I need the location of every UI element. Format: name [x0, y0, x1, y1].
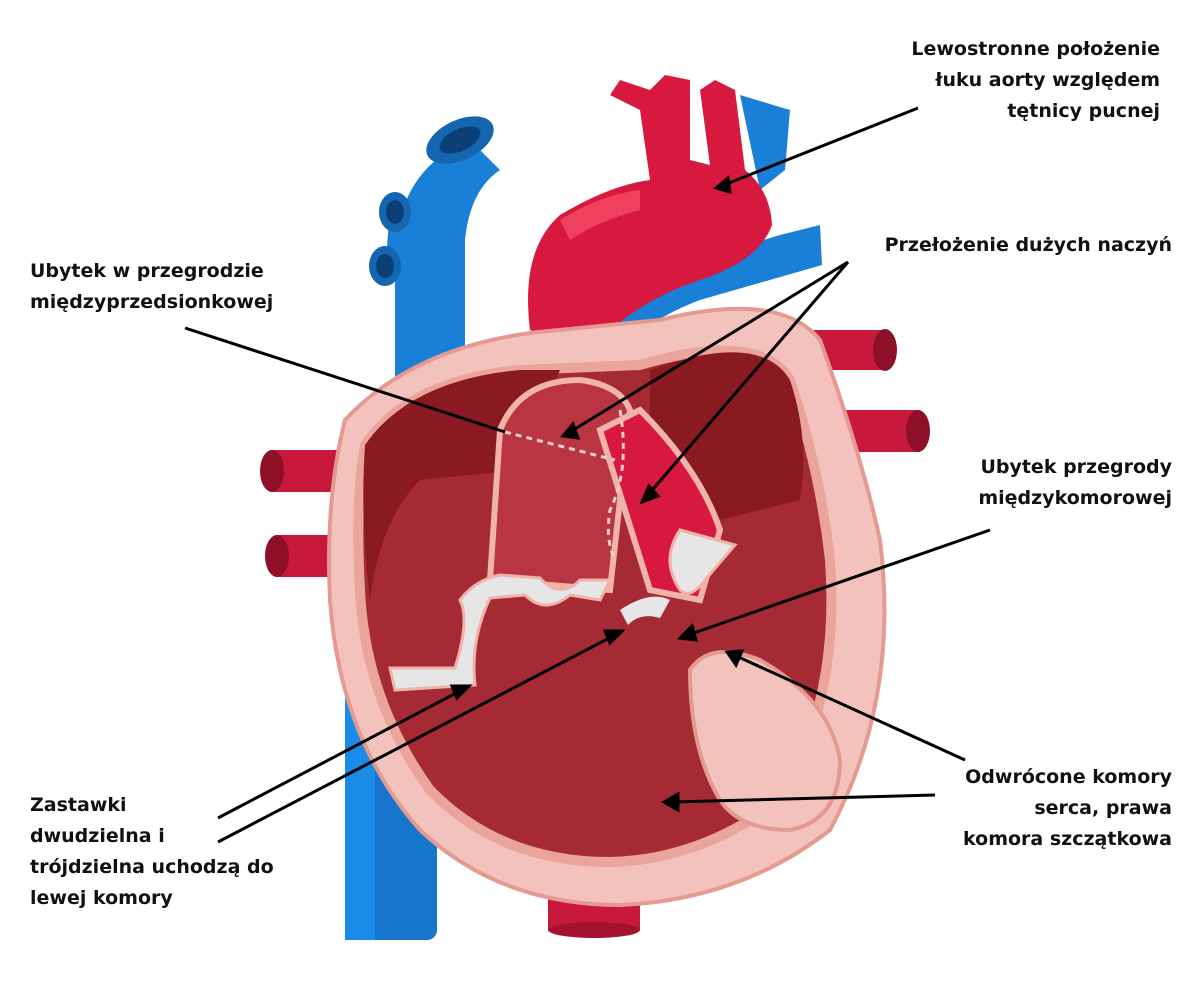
label-line: łuku aorty względem [935, 69, 1160, 91]
label-line: Lewostronne położenie [911, 38, 1160, 60]
pointer-lines [184, 106, 991, 844]
label-valves: Zastawki dwudzielna i trójdzielna uchodz… [30, 790, 320, 914]
label-line: Zastawki [30, 794, 127, 816]
label-line: dwudzielna i [30, 825, 165, 847]
label-asd: Ubytek w przegrodzie międzyprzedsionkowe… [30, 256, 330, 318]
valves [388, 528, 738, 692]
label-transposition: Przełożenie dużych naczyń [840, 230, 1172, 261]
label-line: międzyprzedsionkowej [30, 291, 274, 313]
label-line: Przełożenie dużych naczyń [884, 234, 1172, 256]
label-line: Ubytek przegrody [980, 456, 1172, 478]
label-line: międzykomorowej [978, 487, 1172, 509]
label-line: lewej komory [30, 887, 173, 909]
label-line: serca, prawa [1034, 797, 1172, 819]
label-line: Ubytek w przegrodzie [30, 260, 264, 282]
label-vsd: Ubytek przegrody międzykomorowej [900, 452, 1172, 514]
label-ventricles: Odwrócone komory serca, prawa komora szc… [900, 762, 1172, 855]
label-aortic-arch: Lewostronne położenie łuku aorty względe… [860, 34, 1160, 127]
label-line: trójdzielna uchodzą do [30, 856, 274, 878]
label-line: tętnicy pucnej [1007, 100, 1160, 122]
label-line: Odwrócone komory [965, 766, 1172, 788]
label-line: komora szczątkowa [963, 828, 1172, 850]
superior-vena-cava [369, 116, 500, 420]
asd-dashed-outline [504, 409, 625, 561]
aortic-arch [528, 75, 772, 345]
